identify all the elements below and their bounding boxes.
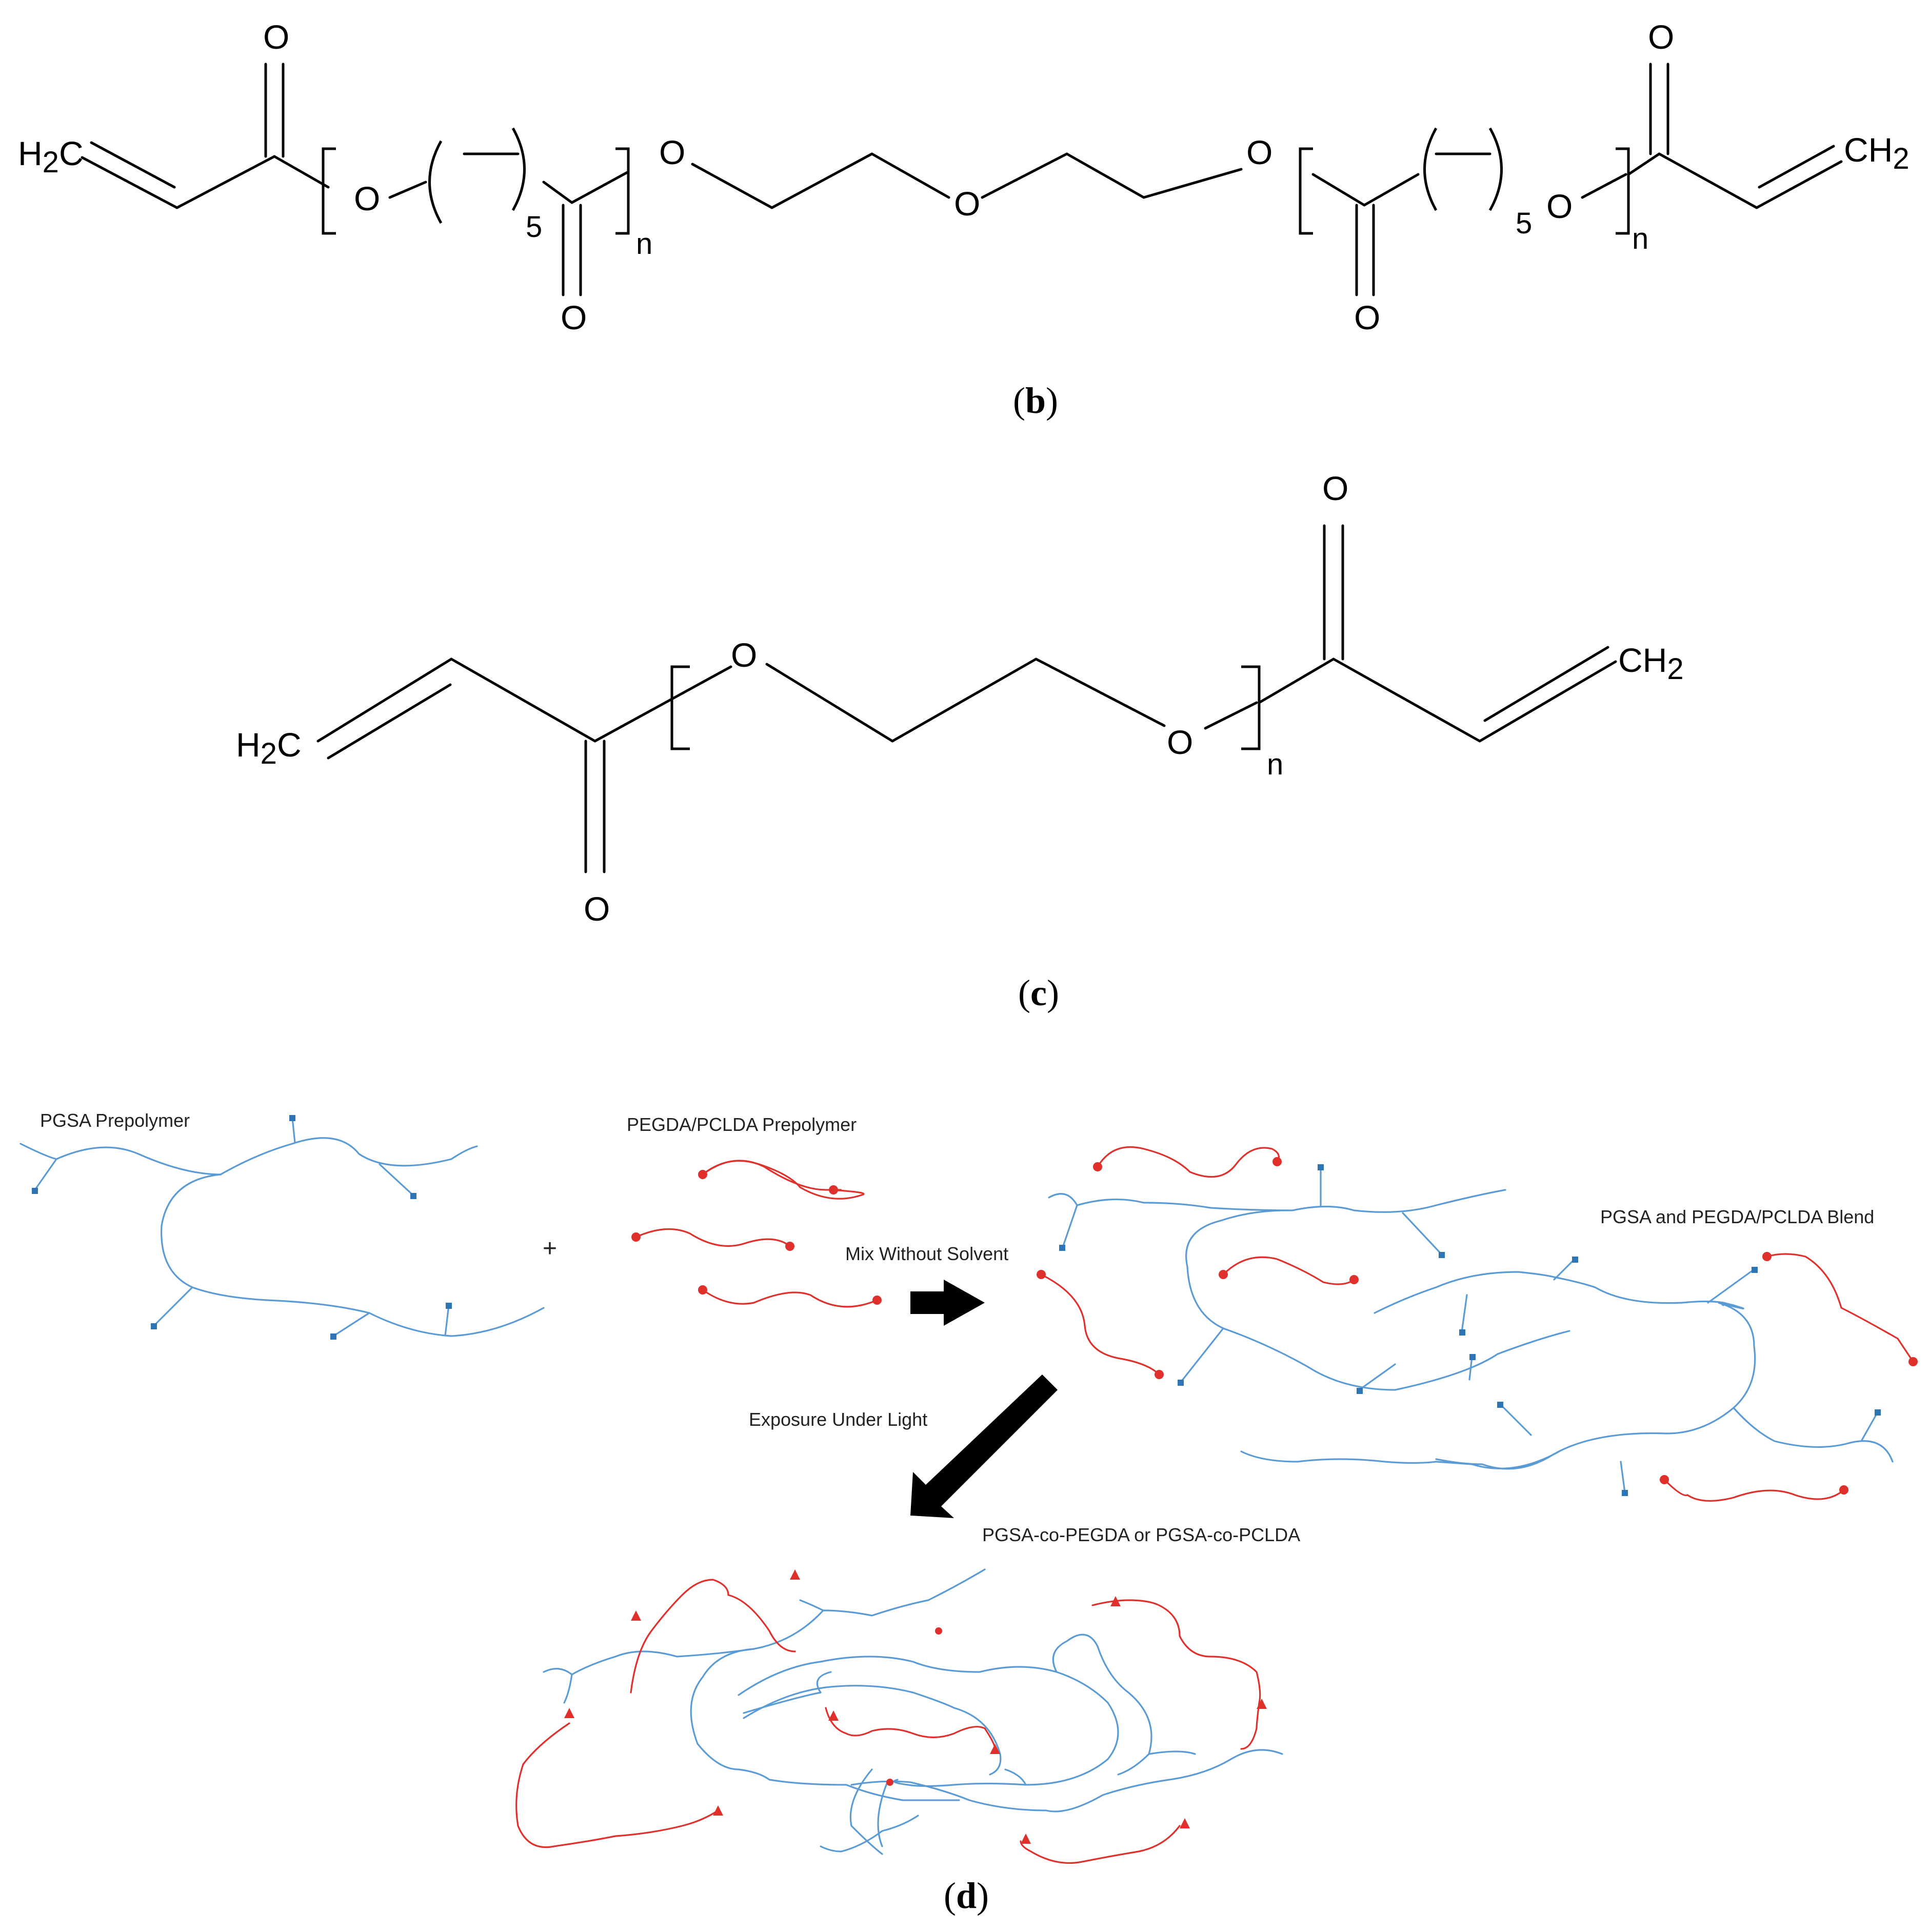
acrylate-end-marker — [829, 1185, 838, 1194]
pgsa-end-marker — [1875, 1409, 1881, 1416]
acrylate-end-marker — [1839, 1485, 1848, 1495]
pgsa-end-marker — [1439, 1252, 1445, 1258]
pgsa-end-marker — [1059, 1245, 1065, 1251]
oxygen-b-1: O — [263, 18, 289, 56]
oxygen-b-6: O — [1246, 133, 1272, 171]
pgsa-end-marker — [32, 1188, 38, 1194]
oxygen-b-9: O — [1648, 18, 1674, 56]
ch2-label-c: CH2 — [1618, 641, 1684, 686]
oxygen-c-1: O — [584, 890, 610, 928]
acrylate-end-marker — [698, 1170, 707, 1179]
pgsa-end-marker — [1357, 1388, 1363, 1394]
mix-arrow-icon — [910, 1280, 985, 1326]
panel-c-structure: H2C O O O n O CH2 (c) — [236, 469, 1684, 1013]
repeat-5-b-1: 5 — [526, 210, 542, 244]
pgsa-end-marker — [410, 1193, 416, 1199]
acrylate-end-marker — [698, 1285, 707, 1294]
oxygen-c-3: O — [1167, 723, 1193, 761]
copolymer-network — [515, 1568, 1283, 1864]
pgsa-end-marker — [1622, 1490, 1628, 1496]
acrylate-end-marker — [631, 1232, 641, 1242]
pgsa-end-marker — [1572, 1257, 1578, 1263]
acrylate-end-marker — [1762, 1252, 1772, 1261]
ch2-label-b: CH2 — [1844, 131, 1910, 175]
acrylate-end-marker — [785, 1242, 794, 1251]
repeat-n-b-2: n — [1632, 222, 1648, 255]
acrylate-end-marker — [1349, 1275, 1359, 1284]
panel-c-label: (c) — [1018, 972, 1059, 1013]
pgsa-end-marker — [1178, 1380, 1184, 1386]
blend-label: PGSA and PEGDA/PCLDA Blend — [1600, 1206, 1874, 1227]
pgsa-prepolymer-label: PGSA Prepolymer — [40, 1110, 190, 1131]
blend-network — [1037, 1146, 1918, 1502]
acrylate-end-marker — [1093, 1162, 1102, 1171]
acrylate-end-marker — [1908, 1357, 1918, 1366]
oxygen-b-3: O — [561, 298, 587, 336]
pegda-pclda-prepolymer-label: PEGDA/PCLDA Prepolymer — [627, 1114, 857, 1135]
oxygen-c-4: O — [1322, 469, 1348, 507]
oxygen-c-2: O — [731, 636, 757, 674]
pgsa-end-marker — [1318, 1164, 1324, 1170]
acrylate-end-marker — [1037, 1270, 1046, 1279]
pgsa-end-marker — [446, 1303, 452, 1309]
acrylate-end-marker — [1219, 1270, 1228, 1279]
crosslink-marker — [790, 1569, 800, 1580]
plus-sign: + — [543, 1235, 557, 1262]
pgsa-end-marker — [1497, 1402, 1503, 1408]
oxygen-b-5: O — [954, 185, 980, 223]
acrylate-end-marker — [872, 1296, 882, 1305]
pgsa-end-marker — [289, 1115, 295, 1121]
crosslink-marker — [1021, 1834, 1031, 1844]
h2c-label-c: H2C — [236, 726, 302, 770]
panel-d-diagram: PGSA Prepolymer + PEGDA/PCLDA Prepolymer… — [19, 1110, 1918, 1916]
crosslink-marker — [828, 1710, 839, 1721]
pgsa-prepolymer-network — [19, 1115, 545, 1340]
repeat-5-b-2: 5 — [1516, 207, 1532, 240]
copolymer-label: PGSA-co-PEGDA or PGSA-co-PCLDA — [982, 1524, 1300, 1545]
oxygen-b-2: O — [354, 180, 380, 217]
pgsa-end-marker — [1752, 1267, 1758, 1273]
h2c-label-b: H2C — [18, 134, 84, 179]
panel-b-label: (b) — [1013, 380, 1058, 421]
crosslink-marker — [713, 1805, 723, 1816]
mix-without-solvent-label: Mix Without Solvent — [845, 1243, 1008, 1264]
pgsa-end-marker — [151, 1323, 157, 1329]
crosslink-marker — [1257, 1699, 1267, 1709]
oxygen-b-8: O — [1546, 187, 1573, 225]
oxygen-b-7: O — [1354, 298, 1380, 336]
acrylate-end-marker — [886, 1779, 893, 1786]
panel-b-structure: H2C O O 5 O n O O O O 5 O n O CH2 (b) — [18, 18, 1910, 421]
crosslink-marker — [631, 1610, 641, 1621]
crosslink-marker — [1180, 1818, 1190, 1828]
crosslink-marker — [1110, 1596, 1121, 1606]
pgsa-end-marker — [1459, 1329, 1465, 1336]
exposure-arrow-icon — [910, 1375, 1058, 1518]
pgsa-end-marker — [330, 1333, 336, 1340]
acrylate-end-marker — [1155, 1370, 1164, 1379]
panel-d-label: (d) — [944, 1875, 989, 1916]
acrylate-end-marker — [1272, 1157, 1282, 1166]
acrylate-prepolymer-chains — [631, 1160, 882, 1308]
repeat-n-b-1: n — [636, 227, 652, 261]
pgsa-end-marker — [1469, 1354, 1476, 1360]
repeat-n-c: n — [1267, 748, 1283, 781]
crosslink-marker — [564, 1708, 574, 1718]
acrylate-end-marker — [1660, 1475, 1669, 1484]
exposure-under-light-label: Exposure Under Light — [749, 1409, 927, 1430]
crosslink-marker — [990, 1744, 1000, 1754]
oxygen-b-4: O — [659, 133, 685, 171]
acrylate-end-marker — [935, 1627, 942, 1635]
